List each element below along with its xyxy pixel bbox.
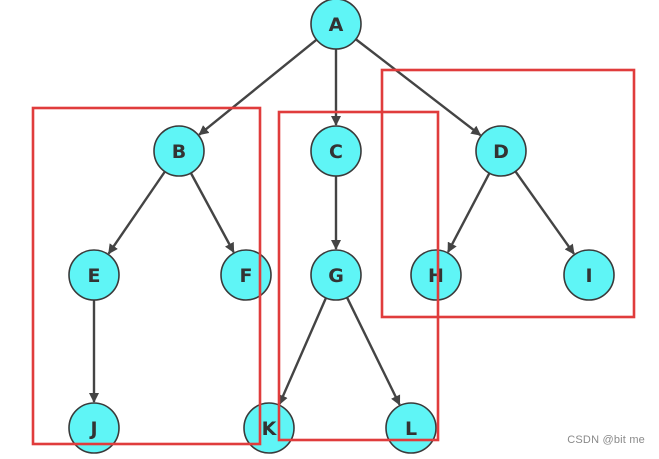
node-f: F bbox=[220, 249, 272, 301]
edge-d-i bbox=[514, 170, 575, 255]
node-circle bbox=[310, 125, 362, 177]
node-l: L bbox=[385, 402, 437, 454]
node-label: G bbox=[328, 265, 344, 287]
node-circle bbox=[220, 249, 272, 301]
node-label: F bbox=[240, 265, 253, 287]
node-circle bbox=[68, 249, 120, 301]
edges-layer bbox=[89, 38, 575, 406]
group-box-subtree-b bbox=[31, 106, 262, 446]
node-circle bbox=[310, 0, 362, 50]
node-circle bbox=[68, 402, 120, 454]
node-h: H bbox=[410, 249, 462, 301]
edge-a-d bbox=[355, 38, 482, 137]
node-label: L bbox=[405, 418, 417, 440]
node-label: I bbox=[585, 265, 592, 287]
group-box-subtree-c bbox=[277, 110, 440, 442]
node-g: G bbox=[310, 249, 362, 301]
edge-a-b bbox=[198, 38, 318, 136]
node-circle bbox=[310, 249, 362, 301]
node-label: D bbox=[493, 141, 509, 163]
node-label: H bbox=[428, 265, 444, 287]
edge-d-h bbox=[447, 172, 491, 253]
edge-b-e bbox=[107, 170, 166, 255]
edge-g-k bbox=[278, 297, 328, 406]
node-label: A bbox=[329, 14, 344, 36]
node-c: C bbox=[310, 125, 362, 177]
node-circle bbox=[410, 249, 462, 301]
node-circle bbox=[153, 125, 205, 177]
node-k: K bbox=[243, 402, 295, 454]
node-label: C bbox=[329, 141, 343, 163]
node-a: A bbox=[310, 0, 362, 50]
node-d: D bbox=[475, 125, 527, 177]
edge-g-l bbox=[345, 296, 401, 406]
group-box-subtree-d bbox=[380, 68, 636, 319]
node-b: B bbox=[153, 125, 205, 177]
watermark-text: CSDN @bit me bbox=[567, 434, 645, 446]
node-circle bbox=[563, 249, 615, 301]
edge-b-f bbox=[189, 172, 235, 254]
node-j: J bbox=[68, 402, 120, 454]
nodes-layer: A B C D E F G H I J K L bbox=[68, 0, 615, 454]
node-label: K bbox=[262, 418, 278, 440]
node-i: I bbox=[563, 249, 615, 301]
node-e: E bbox=[68, 249, 120, 301]
node-label: J bbox=[88, 418, 97, 440]
node-label: B bbox=[172, 141, 186, 163]
node-circle bbox=[475, 125, 527, 177]
node-label: E bbox=[88, 265, 101, 287]
groups-layer bbox=[31, 68, 636, 446]
